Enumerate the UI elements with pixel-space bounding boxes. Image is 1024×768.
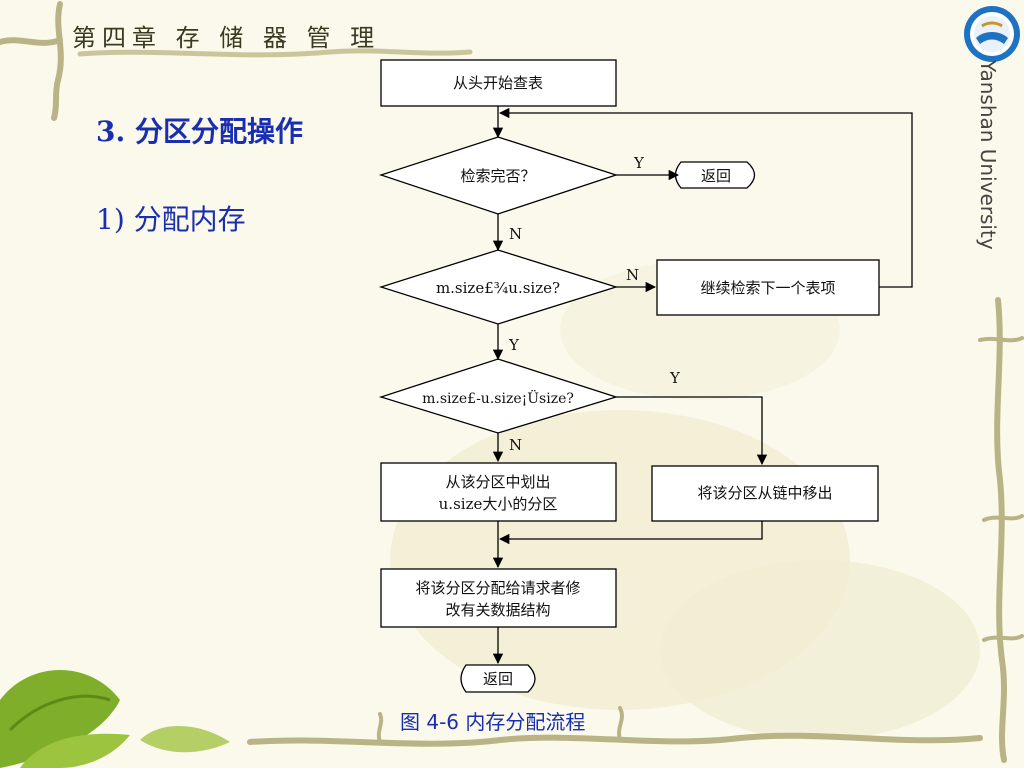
check-done-label: 检索完否？ [460, 167, 535, 185]
vine-decoration [994, 297, 1007, 763]
chapter-title: 第四章 存 储 器 管 理 [72, 24, 381, 52]
section-heading: 3. 分区分配操作 [96, 115, 303, 148]
return-bottom-terminal [460, 664, 536, 693]
split-label-line2: u.size大小的分区 [439, 495, 558, 513]
green-leaf-decoration [0, 670, 230, 768]
vine-decoration [376, 706, 624, 744]
no-label: N [509, 225, 522, 243]
vine-decoration [0, 1, 64, 121]
start-label: 从头开始查表 [453, 74, 543, 92]
split-label-line1: 从该分区中划出 [445, 473, 550, 491]
vine-decoration [77, 48, 473, 58]
figure-caption: 图 4-6 内存分配流程 [400, 710, 586, 734]
section-subheading: 1) 分配内存 [96, 203, 246, 236]
university-logo [964, 6, 1020, 62]
assign-label-line1: 将该分区分配给请求者修 [415, 579, 580, 597]
no-label: N [509, 436, 522, 454]
vine-decoration [978, 336, 1024, 642]
yes-label: Y [669, 369, 681, 387]
yes-label: Y [633, 154, 645, 172]
diff-check-label: m.size£-u.size¡Üsize? [422, 389, 574, 407]
return-top-label: 返回 [701, 167, 731, 185]
merge-arrow [498, 521, 763, 545]
assign-box [380, 568, 617, 628]
return-bottom-label: 返回 [483, 670, 513, 688]
remove-box [651, 465, 879, 522]
remove-label: 将该分区从链中移出 [697, 484, 832, 502]
no-label: N [626, 266, 639, 284]
split-box [380, 462, 617, 522]
assign-label-line2: 改有关数据结构 [445, 601, 550, 619]
continue-box [656, 259, 880, 316]
faint-leaf-decoration [660, 560, 980, 740]
continue-label: 继续检索下一个表项 [700, 279, 835, 297]
flow-arrow [616, 396, 768, 466]
yes-label: Y [508, 336, 520, 354]
loop-back-arrow [498, 107, 913, 288]
size-check-label: m.size£¾u.size? [436, 279, 560, 297]
